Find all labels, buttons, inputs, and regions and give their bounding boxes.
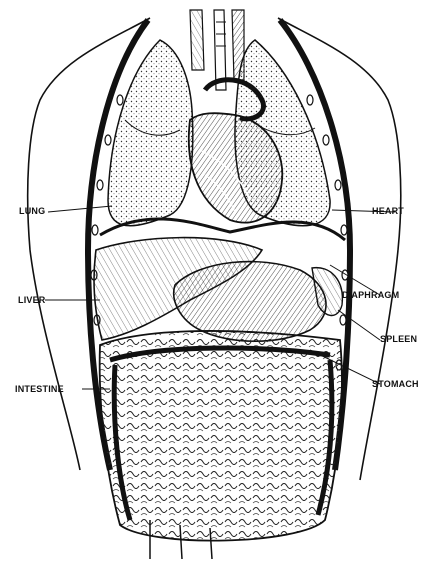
intestines <box>100 331 342 559</box>
diaphragm <box>100 219 345 240</box>
stomach-spleen <box>174 262 343 342</box>
label-liver: LIVER <box>18 295 46 305</box>
label-diaphragm: DIAPHRAGM <box>342 290 399 300</box>
label-lung: LUNG <box>19 206 45 216</box>
label-stomach: STOMACH <box>372 379 419 389</box>
label-heart: HEART <box>372 206 404 216</box>
label-intestine: INTESTINE <box>15 384 64 394</box>
label-spleen: SPLEEN <box>380 334 417 344</box>
